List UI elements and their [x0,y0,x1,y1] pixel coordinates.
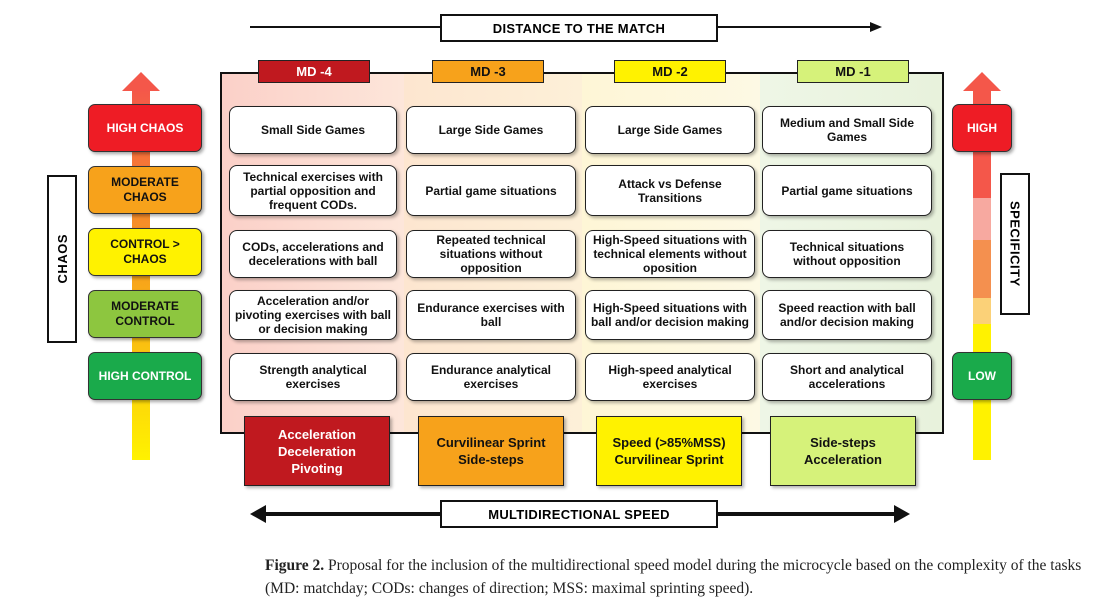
cell-md-1-row-2: Partial game situations [762,165,932,216]
cell-md-1-row-1: Medium and Small Side Games [762,106,932,154]
md-label-md-3: MD -3 [432,60,544,83]
chaos-level-high-chaos: HIGH CHAOS [88,104,202,152]
chaos-level-high-control: HIGH CONTROL [88,352,202,400]
bottom-arrow-right-head [894,505,910,523]
cell-md-3-row-2: Partial game situations [406,165,576,216]
right-bar-seg-3 [973,240,991,298]
right-bar-seg-5 [973,324,991,360]
cell-md-4-row-4: Acceleration and/or pivoting exercises w… [229,290,397,340]
cell-md-4-row-5: Strength analytical exercises [229,353,397,401]
cell-md-4-row-2: Technical exercises with partial opposit… [229,165,397,216]
cell-md-4-row-1: Small Side Games [229,106,397,154]
figure-caption: Figure 2. Proposal for the inclusion of … [265,554,1095,600]
cell-md-1-row-3: Technical situations without opposition [762,230,932,278]
cell-md-3-row-1: Large Side Games [406,106,576,154]
specificity-high: HIGH [952,104,1012,152]
right-bar-seg-4 [973,298,991,324]
left-axis-label: CHAOS [54,234,70,284]
chaos-level-moderate-control: MODERATE CONTROL [88,290,202,338]
chaos-level-moderate-chaos: MODERATE CHAOS [88,166,202,214]
cell-md-1-row-5: Short and analytical accelerations [762,353,932,401]
cell-md-3-row-5: Endurance analytical exercises [406,353,576,401]
cell-md-3-row-4: Endurance exercises with ball [406,290,576,340]
speed-box-md-4: Acceleration Deceleration Pivoting [244,416,390,486]
left-axis-label-box: CHAOS [47,175,77,343]
top-label-distance: DISTANCE TO THE MATCH [440,14,718,42]
bottom-label-speed: MULTIDIRECTIONAL SPEED [440,500,718,528]
left-chaos-arrow-head [122,72,160,91]
figure-caption-text: Proposal for the inclusion of the multid… [265,557,1082,597]
specificity-low: LOW [952,352,1012,400]
cell-md-2-row-2: Attack vs Defense Transitions [585,165,755,216]
cell-md-1-row-4: Speed reaction with ball and/or decision… [762,290,932,340]
speed-box-md-2: Speed (>85%MSS) Curvilinear Sprint [596,416,742,486]
cell-md-2-row-5: High-speed analytical exercises [585,353,755,401]
cell-md-2-row-3: High-Speed situations with technical ele… [585,230,755,278]
right-specificity-arrow-head [963,72,1001,91]
md-label-md-4: MD -4 [258,60,370,83]
right-bar-seg-2 [973,198,991,240]
cell-md-2-row-1: Large Side Games [585,106,755,154]
cell-md-2-row-4: High-Speed situations with ball and/or d… [585,290,755,340]
cell-md-4-row-3: CODs, accelerations and decelerations wi… [229,230,397,278]
md-label-md-2: MD -2 [614,60,726,83]
right-axis-label: SPECIFICITY [1007,201,1023,287]
right-axis-label-box: SPECIFICITY [1000,173,1030,315]
bottom-arrow-left-head [250,505,266,523]
figure-caption-label: Figure 2. [265,557,325,574]
chaos-level-control-over-chaos: CONTROL > CHAOS [88,228,202,276]
speed-box-md-1: Side-steps Acceleration [770,416,916,486]
md-label-md-1: MD -1 [797,60,909,83]
top-arrow-head [870,22,882,32]
cell-md-3-row-3: Repeated technical situations without op… [406,230,576,278]
speed-box-md-3: Curvilinear Sprint Side-steps [418,416,564,486]
